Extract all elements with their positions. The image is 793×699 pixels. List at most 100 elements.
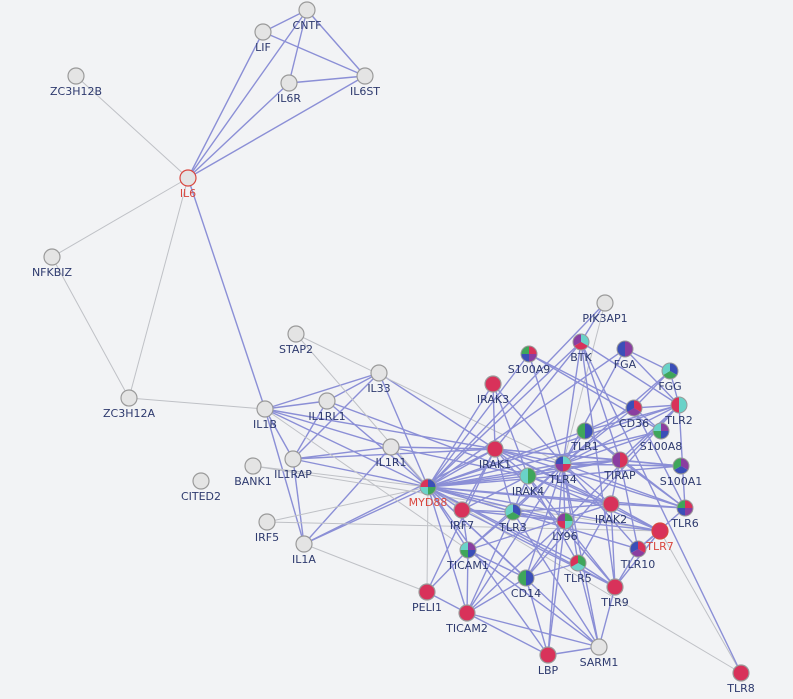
edge-ticam1-sarm1 — [467, 549, 600, 648]
node-label: ZC3H12A — [103, 407, 155, 420]
edge-tlr3-sarm1 — [512, 511, 600, 648]
node-tlr7[interactable]: TLR7 — [645, 522, 674, 553]
node-cd14[interactable]: CD14 — [511, 569, 541, 600]
node-irf5[interactable]: IRF5 — [255, 513, 279, 544]
node-btk[interactable]: BTK — [570, 333, 593, 364]
node-il1a[interactable]: IL1A — [292, 535, 316, 566]
node-tirap[interactable]: TIRAP — [603, 451, 636, 482]
node-label: LIF — [255, 41, 271, 54]
edge-irak2-tlr7 — [610, 503, 661, 532]
node-irak4[interactable]: IRAK4 — [512, 467, 544, 498]
node-irf7[interactable]: IRF7 — [450, 501, 474, 532]
node-tlr9[interactable]: TLR9 — [600, 578, 629, 609]
edge-myd88-irak4 — [427, 475, 529, 488]
node-segment — [420, 487, 428, 495]
node-segment — [653, 423, 661, 431]
node-cited2[interactable]: CITED2 — [181, 472, 221, 503]
node-label: IL1RL1 — [308, 410, 345, 423]
edge-irak2-tlr6 — [610, 503, 686, 509]
node-fga[interactable]: FGA — [614, 340, 637, 371]
node-ly96[interactable]: LY96 — [552, 512, 578, 543]
node-segment — [612, 452, 620, 468]
node-s100a9[interactable]: S100A9 — [508, 345, 551, 376]
edge-il1b-il1rl1 — [264, 400, 328, 410]
node-tlr10[interactable]: TLR10 — [620, 540, 656, 571]
node-label: S100A8 — [640, 440, 683, 453]
edge-pik3ap1-myd88 — [427, 302, 606, 488]
node-il6[interactable]: IL6 — [179, 169, 197, 200]
node-segment — [528, 468, 536, 484]
node-label: PIK3AP1 — [582, 312, 627, 325]
node-il1b[interactable]: IL1B — [253, 400, 277, 431]
node-segment — [563, 456, 571, 464]
edge-il33-il1rap — [292, 372, 380, 460]
node-il1rap[interactable]: IL1RAP — [274, 450, 312, 481]
node-tlr3[interactable]: TLR3 — [498, 503, 527, 534]
node-outline — [556, 512, 574, 530]
node-circle — [298, 1, 316, 19]
node-tlr6[interactable]: TLR6 — [670, 499, 699, 530]
edge-il6-nfkbiz — [51, 177, 189, 258]
node-peli1[interactable]: PELI1 — [412, 583, 442, 614]
node-outline — [519, 467, 537, 485]
node-ticam1[interactable]: TICAM1 — [446, 541, 489, 572]
node-bank1[interactable]: BANK1 — [234, 457, 272, 488]
node-outline — [419, 478, 437, 496]
edge-zc3h12b-il6 — [75, 75, 189, 179]
node-tlr2[interactable]: TLR2 — [664, 396, 693, 427]
node-zc3h12b[interactable]: ZC3H12B — [50, 67, 102, 98]
node-label: IL6 — [180, 187, 196, 200]
node-irak3[interactable]: IRAK3 — [477, 375, 509, 406]
node-nfkbiz[interactable]: NFKBIZ — [32, 248, 73, 279]
node-pik3ap1[interactable]: PIK3AP1 — [582, 294, 628, 325]
node-segment — [661, 431, 669, 439]
node-myd88[interactable]: MYD88 — [409, 478, 448, 509]
node-fgg[interactable]: FGG — [658, 362, 682, 393]
node-tlr8[interactable]: TLR8 — [726, 664, 755, 695]
node-cd36[interactable]: CD36 — [619, 399, 649, 430]
node-segment — [521, 346, 529, 354]
edge-myd88-ly96 — [427, 486, 566, 522]
node-label: IRF7 — [450, 519, 474, 532]
node-ticam2[interactable]: TICAM2 — [445, 604, 488, 635]
node-il6r[interactable]: IL6R — [277, 74, 301, 105]
node-sarm1[interactable]: SARM1 — [580, 638, 619, 669]
node-lbp[interactable]: LBP — [538, 646, 559, 677]
edge-il6-zc3h12a — [128, 177, 189, 399]
node-label: STAP2 — [279, 343, 313, 356]
node-lif[interactable]: LIF — [254, 23, 272, 54]
node-s100a8[interactable]: S100A8 — [640, 422, 683, 453]
node-label: IRAK3 — [477, 393, 509, 406]
edge-ticam1-peli1 — [426, 549, 469, 593]
edge-nfkbiz-zc3h12a — [51, 256, 130, 399]
node-circle — [67, 67, 85, 85]
node-circle — [486, 440, 504, 458]
node-irak1[interactable]: IRAK1 — [479, 440, 511, 471]
node-stap2[interactable]: STAP2 — [279, 325, 313, 356]
node-label: S100A1 — [660, 475, 703, 488]
node-zc3h12a[interactable]: ZC3H12A — [103, 389, 155, 420]
edge-ticam2-sarm1 — [466, 612, 600, 648]
node-segment — [506, 512, 520, 520]
node-circle — [179, 169, 197, 187]
edge-il1rl1-myd88 — [326, 400, 429, 488]
node-tlr5[interactable]: TLR5 — [563, 554, 592, 585]
node-il33[interactable]: IL33 — [367, 364, 391, 395]
edge-sarm1-lbp — [547, 646, 600, 656]
node-circle — [382, 438, 400, 456]
node-label: TLR4 — [548, 473, 577, 486]
node-tlr4[interactable]: TLR4 — [548, 455, 577, 486]
node-il6st[interactable]: IL6ST — [350, 67, 380, 98]
edge-tlr3-ticam2 — [466, 511, 514, 614]
node-cntf[interactable]: CNTF — [293, 1, 322, 32]
node-circle — [602, 495, 620, 513]
node-tlr1[interactable]: TLR1 — [570, 422, 599, 453]
edge-irak3-irak1 — [492, 383, 496, 450]
edge-s100a8-myd88 — [427, 430, 662, 488]
node-il1r1[interactable]: IL1R1 — [375, 438, 407, 469]
edge-tlr4-irak2 — [562, 463, 612, 505]
node-il1rl1[interactable]: IL1RL1 — [308, 392, 346, 423]
node-s100a1[interactable]: S100A1 — [660, 457, 703, 488]
node-circle — [295, 535, 313, 553]
node-irak2[interactable]: IRAK2 — [595, 495, 627, 526]
